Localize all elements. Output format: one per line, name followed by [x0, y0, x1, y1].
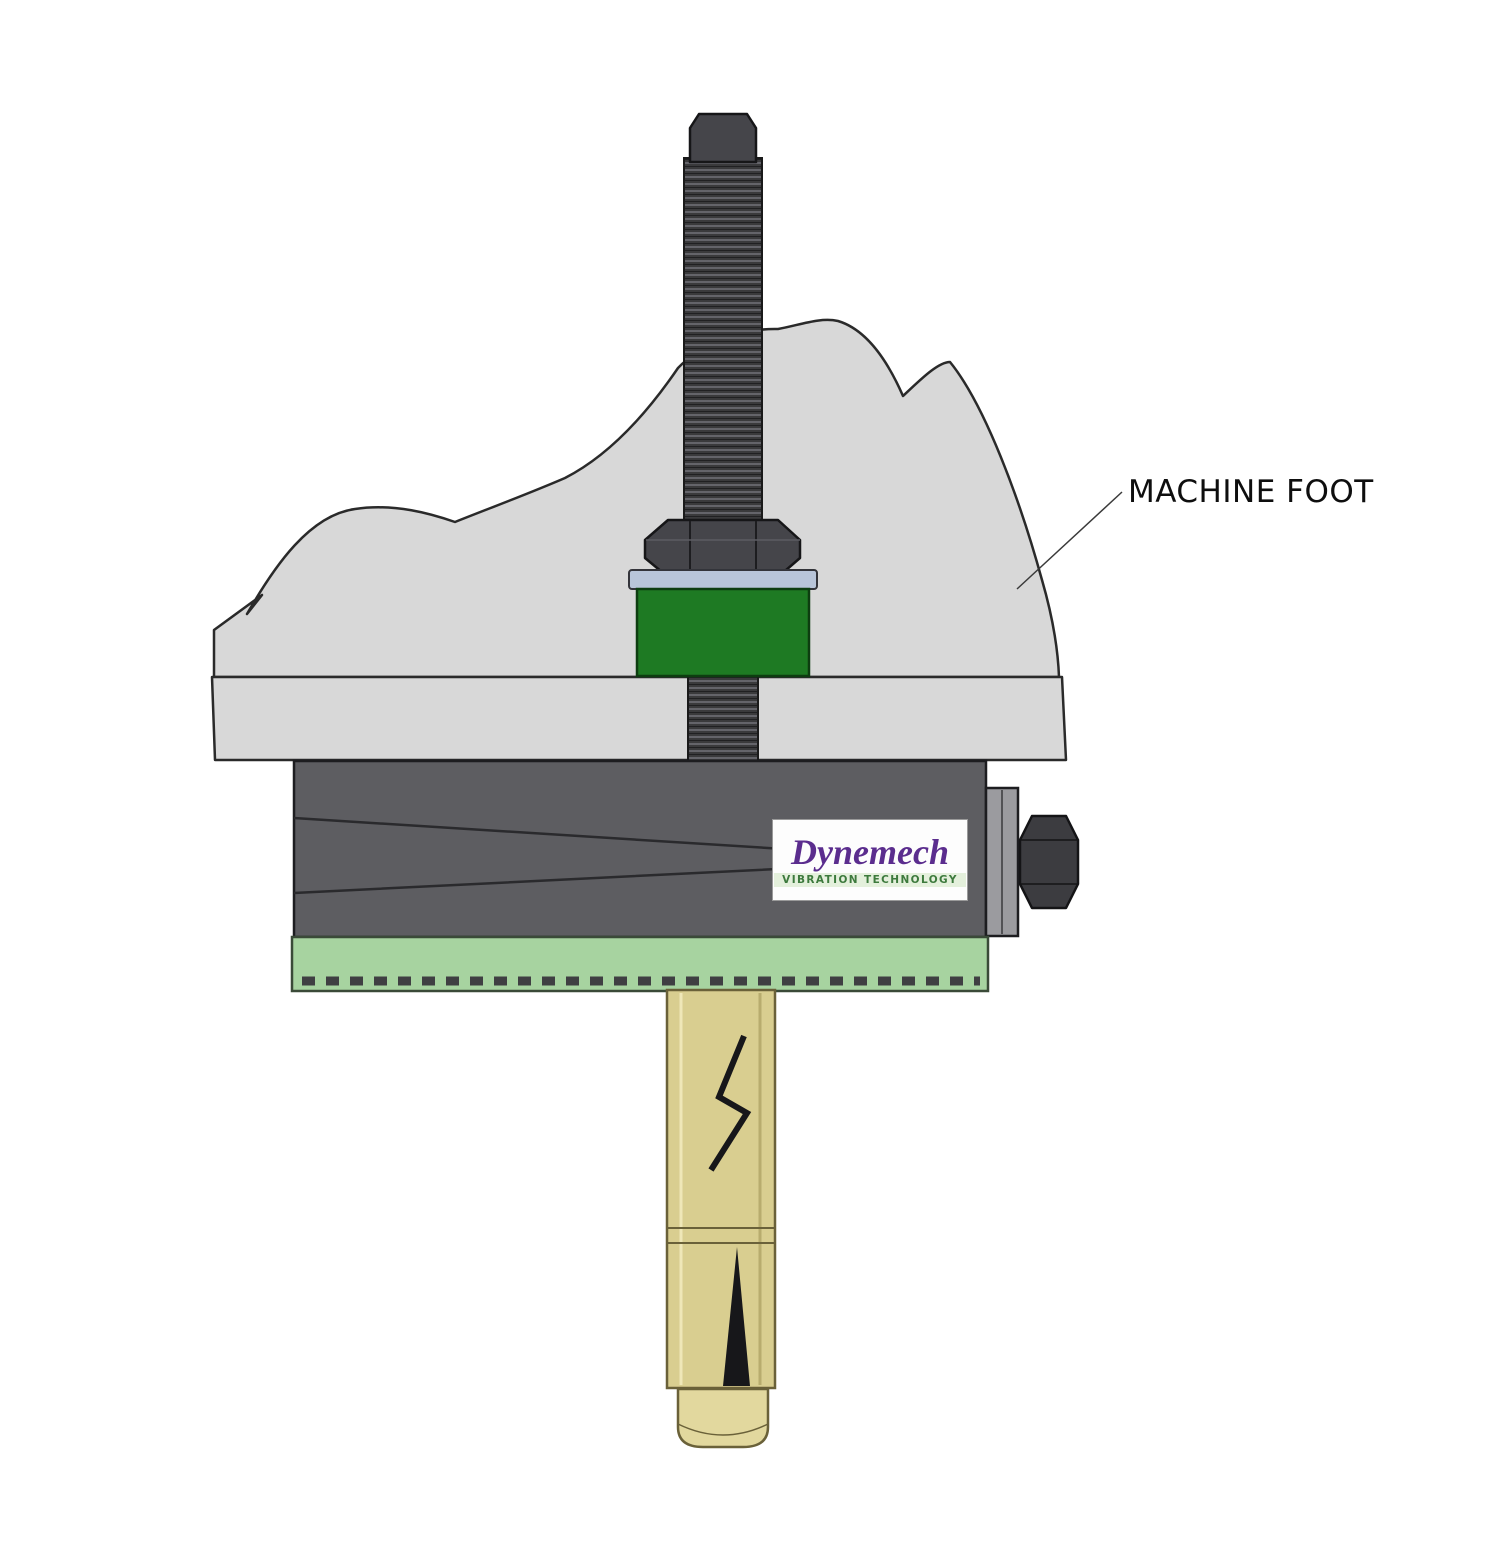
anchor-tip [676, 1387, 770, 1449]
washer [628, 569, 818, 590]
bolt-head [688, 112, 758, 164]
machine-foot-plate [210, 675, 1068, 762]
anchor-wedge-slot [723, 1247, 750, 1386]
machine-foot-leader-line [1016, 491, 1123, 590]
anchor-split-upper [708, 1034, 752, 1172]
anchor-tip-arc [677, 1423, 769, 1436]
threaded-rod-upper [683, 157, 763, 528]
side-hex-nut [1018, 814, 1080, 910]
machine-foot-label: MACHINE FOOT [1128, 474, 1374, 510]
isolator-bushing [635, 587, 811, 678]
side-boss [984, 786, 1020, 938]
logo-brand-text: Dynemech [791, 831, 949, 872]
anchor-bolt [665, 988, 777, 1449]
dynemech-logo: Dynemech VIBRATION TECHNOLOGY [772, 819, 968, 901]
base-pad [290, 935, 990, 993]
threaded-rod-lower [687, 675, 759, 763]
logo-tagline-text: VIBRATION TECHNOLOGY [774, 872, 966, 887]
hex-nut [643, 518, 802, 579]
